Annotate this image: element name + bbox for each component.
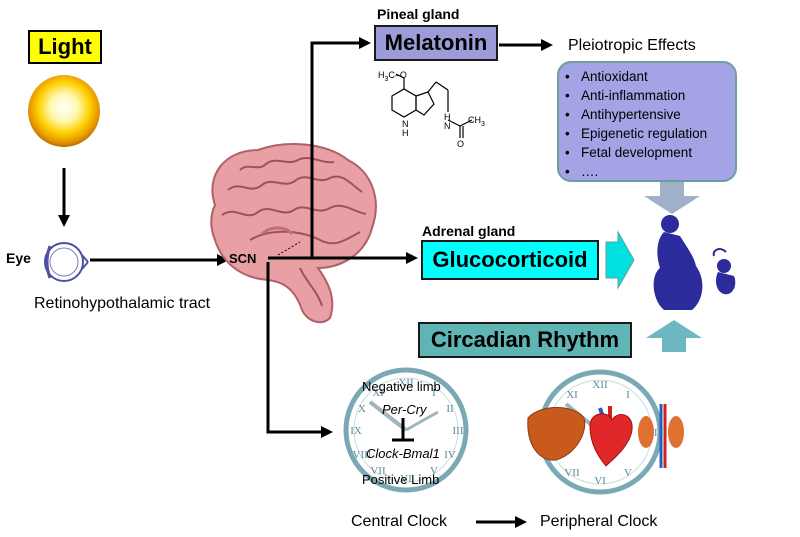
effect-item: Fetal development	[565, 143, 735, 162]
eye-icon	[44, 242, 89, 282]
central-clock-label: Central Clock	[351, 513, 448, 530]
arrow-scn-to-melatonin	[310, 37, 371, 258]
liver-icon	[527, 407, 586, 461]
svg-text:XII: XII	[398, 377, 414, 389]
svg-text:XI: XI	[372, 387, 384, 399]
effects-box: Antioxidant Anti-inflammation Antihypert…	[557, 61, 737, 182]
pleiotropic-title: Pleiotropic Effects	[568, 37, 696, 54]
arrow-circadian-to-pregnancy	[646, 320, 702, 352]
molecule-methoxy-label: H3C–O	[378, 70, 407, 83]
brain-icon	[210, 143, 377, 324]
molecule-carbonyl-label: O	[457, 139, 465, 149]
svg-text:VI: VI	[594, 475, 606, 487]
svg-text:IX: IX	[350, 425, 362, 437]
arrow-scn-to-central-clock	[266, 262, 333, 438]
effect-item: Antioxidant	[565, 67, 735, 86]
svg-text:VI: VI	[400, 473, 412, 485]
svg-text:III: III	[453, 425, 464, 437]
svg-text:XII: XII	[592, 379, 608, 391]
kidney-icon	[638, 404, 684, 468]
molecule-ch-label: CH	[468, 115, 481, 125]
circadian-rhythm-box: Circadian Rhythm	[418, 322, 632, 358]
negative-limb-label: Negative limb	[362, 379, 441, 394]
clock-icon: XII VI IX III I II IV V VII VIII X XI	[343, 367, 469, 493]
effect-item: Epigenetic regulation	[565, 124, 735, 143]
svg-text:XI: XI	[566, 389, 578, 401]
clock-bmal1-label: Clock-Bmal1	[366, 446, 440, 461]
glucocorticoid-box: Glucocorticoid	[421, 240, 599, 280]
per-cry-label: Per-Cry	[382, 402, 427, 417]
svg-text:I: I	[626, 389, 630, 401]
svg-text:V: V	[430, 465, 438, 477]
molecule-n-label: N	[402, 119, 409, 129]
svg-text:IV: IV	[444, 449, 456, 461]
eye-label: Eye	[6, 250, 31, 266]
effect-item: Anti-inflammation	[565, 86, 735, 105]
melatonin-box: Melatonin	[374, 25, 498, 61]
positive-limb-label: Positive Limb	[362, 472, 440, 487]
svg-text:II: II	[446, 403, 454, 415]
molecule-ch3-label: CH3	[468, 115, 485, 128]
peripheral-clock-label: Peripheral Clock	[540, 513, 658, 530]
pregnant-woman-icon	[653, 215, 703, 310]
svg-text:X: X	[358, 403, 366, 415]
svg-text:VII: VII	[370, 465, 386, 477]
tract-label: Retinohypothalamic tract	[34, 295, 211, 312]
scn-label: SCN	[229, 251, 257, 266]
heart-icon	[589, 406, 633, 467]
molecule-amide-n-label: N	[444, 121, 451, 131]
pineal-gland-label: Pineal gland	[377, 6, 460, 22]
scn-pointer	[277, 241, 301, 256]
svg-text:VII: VII	[564, 467, 580, 479]
adrenal-gland-label: Adrenal gland	[422, 223, 516, 239]
arrow-glucocorticoid-to-pregnancy	[605, 230, 635, 290]
fetus-icon	[712, 248, 736, 295]
svg-text:V: V	[624, 467, 632, 479]
molecule-o-label: O	[399, 70, 407, 80]
svg-text:I: I	[432, 387, 436, 399]
sun-icon	[28, 75, 100, 147]
svg-text:VIII: VIII	[353, 449, 372, 461]
effect-item: Antihypertensive	[565, 105, 735, 124]
arrow-effects-to-pregnancy	[644, 182, 700, 214]
effects-list: Antioxidant Anti-inflammation Antihypert…	[565, 67, 735, 181]
effect-item: ….	[565, 162, 735, 181]
melatonin-structure-icon	[391, 73, 473, 138]
light-box: Light	[28, 30, 102, 64]
